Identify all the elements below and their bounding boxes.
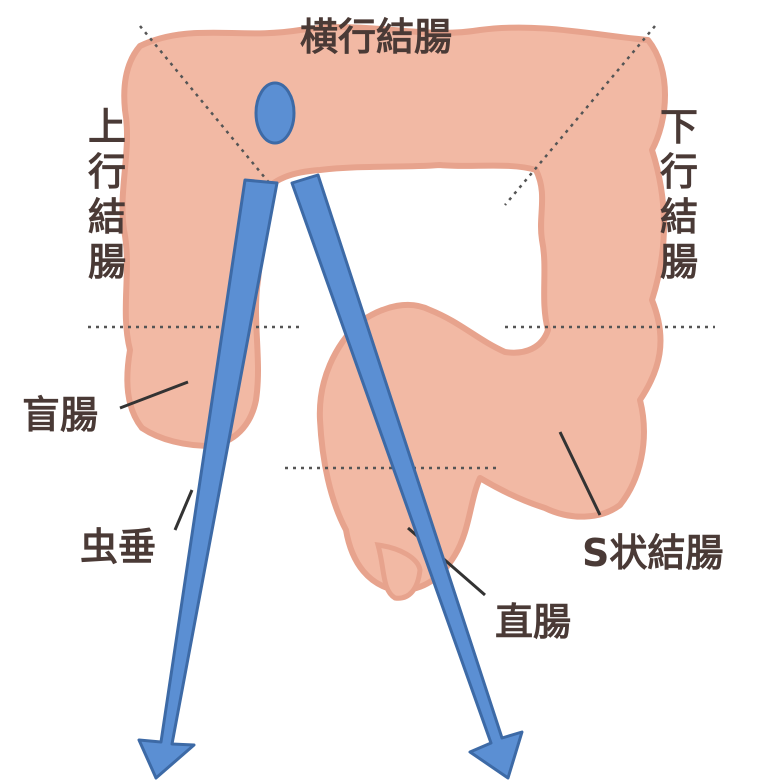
pointer-appendix bbox=[175, 490, 192, 530]
label-ascending-colon-4: 腸 bbox=[88, 240, 126, 284]
label-transverse-colon: 横行結腸 bbox=[300, 15, 452, 59]
label-descending-colon-4: 腸 bbox=[660, 240, 698, 284]
label-appendix: 虫垂 bbox=[80, 525, 156, 569]
label-ascending-colon-2: 行 bbox=[88, 150, 126, 194]
label-descending-colon-1: 下 bbox=[660, 105, 698, 149]
label-descending-colon-3: 結 bbox=[660, 195, 698, 239]
label-ascending-colon-1: 上 bbox=[88, 105, 126, 149]
label-rectum: 直腸 bbox=[495, 600, 571, 644]
blue-ellipse-marker bbox=[256, 83, 294, 143]
label-sigmoid-colon: S状結腸 bbox=[582, 531, 723, 575]
label-ascending-colon-3: 結 bbox=[88, 195, 126, 239]
label-cecum: 盲腸 bbox=[22, 393, 98, 437]
label-descending-colon-2: 行 bbox=[660, 150, 698, 194]
